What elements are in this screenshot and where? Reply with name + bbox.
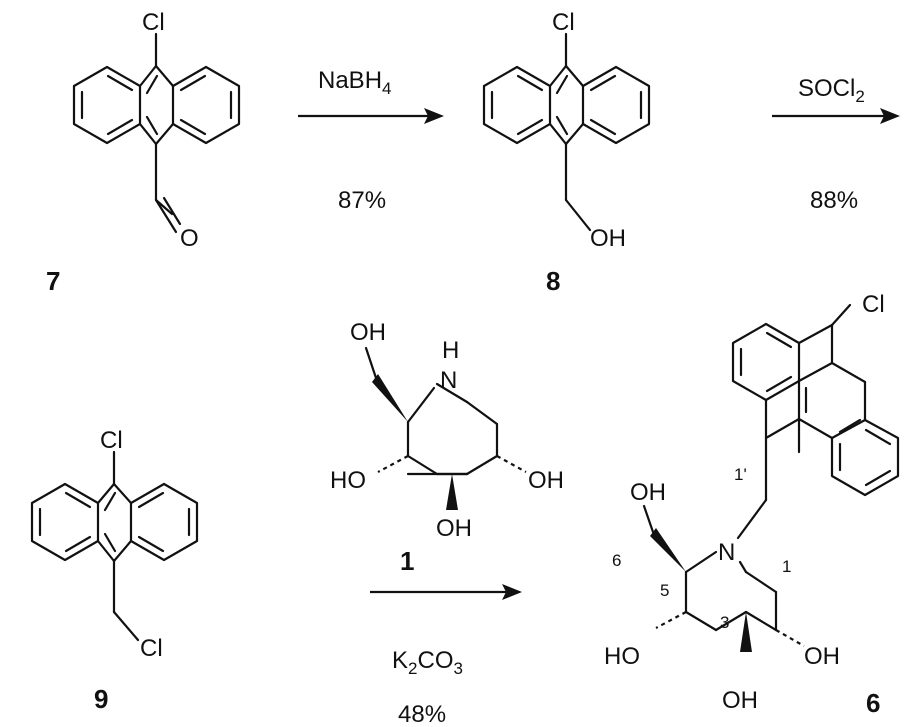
compound-1-label: 1 (400, 546, 414, 576)
compound-6-oh-right-label: OH (804, 643, 840, 670)
compound-8-cl-label: Cl (552, 9, 575, 36)
position-1: 1 (782, 557, 791, 576)
arrow-step2 (772, 108, 900, 124)
yield-step2: 88% (810, 187, 858, 214)
compound-6-label: 6 (866, 688, 880, 718)
compound-1-structure (364, 346, 527, 510)
compound-7-cl-label: Cl (142, 9, 165, 36)
arrow-step1 (298, 108, 444, 124)
compound-1-oh-bottom-label: OH (436, 515, 472, 542)
yield-step3: 48% (398, 701, 446, 727)
compound-1-ho-left-label: HO (330, 467, 366, 494)
reagent-k2co3: K2CO3 (392, 647, 463, 678)
compound-6-structure (642, 303, 900, 652)
position-3: 3 (720, 613, 729, 632)
compound-1-nh-h-label: H (442, 337, 459, 364)
reagent-socl2: SOCl2 (798, 75, 865, 106)
compound-1-n-label: N (440, 367, 457, 394)
compound-7-label: 7 (46, 266, 60, 296)
compound-9-cl-label: Cl (100, 427, 123, 454)
compound-8-oh-label: OH (590, 225, 626, 252)
compound-6-ho-left-label: HO (604, 643, 640, 670)
position-5: 5 (660, 581, 669, 600)
compound-9-label: 9 (94, 684, 108, 714)
position-6: 6 (612, 551, 621, 570)
compound-8-structure (482, 32, 651, 232)
yield-step1: 87% (338, 187, 386, 214)
position-1prime: 1' (734, 465, 747, 484)
compound-7-structure (72, 32, 241, 234)
compound-6-oh-bottom-label: OH (722, 687, 758, 714)
compound-1-oh-right-label: OH (528, 467, 564, 494)
compound-9-structure (30, 450, 199, 642)
compound-8-label: 8 (546, 266, 560, 296)
compound-7-oxygen-label: O (180, 225, 199, 252)
arrow-step3 (370, 584, 522, 600)
compound-1-ch2oh-label: OH (350, 319, 386, 346)
compound-6-cl-label: Cl (862, 291, 885, 318)
compound-6-n-label: N (718, 539, 735, 566)
compound-9-ch2cl-label: Cl (140, 635, 163, 662)
compound-6-ch2oh-label: OH (630, 479, 666, 506)
reagent-nabh4: NaBH4 (318, 67, 392, 98)
